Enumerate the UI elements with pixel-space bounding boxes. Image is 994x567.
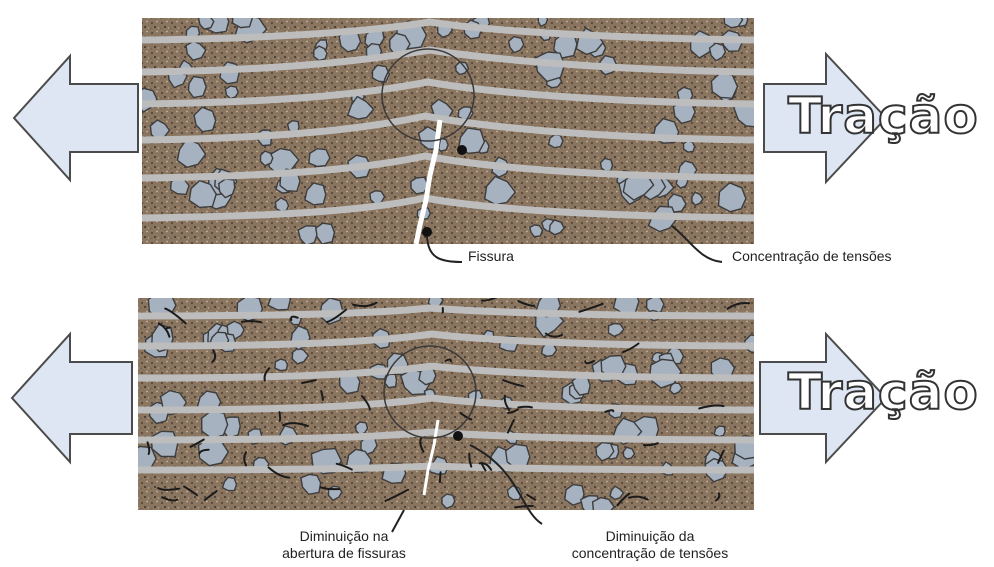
bottom-stress-reduction-line2: concentração de tensões (540, 545, 760, 562)
steel-fiber (440, 472, 441, 482)
aggregate-stone (724, 11, 743, 28)
steel-fiber (242, 321, 261, 322)
aggregate-stone (442, 494, 455, 508)
top-stress-point (457, 145, 467, 155)
aggregate-stone (275, 359, 288, 371)
steel-fiber (518, 407, 532, 408)
bottom-stress-reduction-line1: Diminuição da (540, 528, 760, 545)
top-stress-label: Concentração de tensões (732, 248, 892, 265)
bottom-crack-reduction-label: Diminuição na abertura de fissuras (244, 528, 444, 562)
steel-fiber (280, 412, 281, 421)
aggregate-stone (614, 289, 639, 314)
bottom-traction-label: Tração (788, 364, 979, 420)
bottom-concrete-block (131, 289, 762, 518)
aggregate-stone (684, 141, 695, 152)
aggregate-stone (549, 135, 563, 148)
top-crack-label: Fissura (468, 248, 514, 265)
steel-fiber (166, 328, 170, 329)
bottom-stress-point (453, 431, 463, 441)
bottom-crack-reduction-line2: abertura de fissuras (244, 545, 444, 562)
bottom-left-arrow (12, 334, 132, 462)
top-crack-tip (422, 227, 432, 237)
bottom-crack-reduction-line1: Diminuição na (244, 528, 444, 545)
top-left-arrow (14, 56, 138, 180)
aggregate-stone (309, 149, 330, 167)
aggregate-stone (268, 290, 290, 310)
aggregate-stone (202, 410, 228, 438)
top-traction-label: Tração (788, 88, 979, 144)
aggregate-stone (711, 73, 737, 98)
bottom-stress-reduction-label: Diminuição da concentração de tensões (540, 528, 760, 562)
aggregate-stone (233, 9, 253, 28)
top-concrete-block (135, 9, 764, 246)
aggregate-stone (601, 158, 613, 171)
aggregate-stone (189, 77, 207, 98)
aggregate-stone (261, 151, 273, 166)
